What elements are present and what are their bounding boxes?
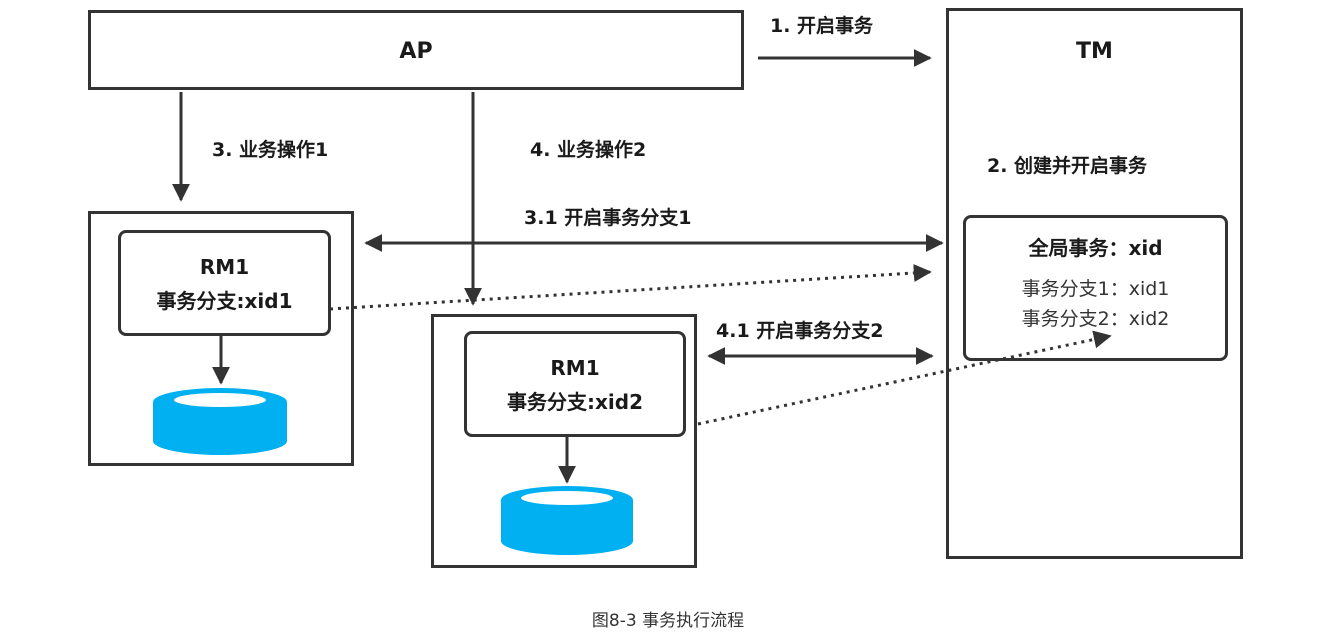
rm-mid-name: RM1 [550,356,600,380]
tm-create-label: 2. 创建并开启事务 [987,155,1148,177]
global-branch-1: 事务分支1：xid1 [1021,278,1170,300]
rm-left-branch: 事务分支:xid1 [156,289,293,313]
figure-caption: 图8-3 事务执行流程 [591,611,745,631]
global-branch-2: 事务分支2：xid2 [1021,308,1170,330]
ap-box: AP [88,10,744,90]
tm-title: TM [1076,39,1113,64]
database-icon [501,486,633,555]
arrow-label-op2: 4. 业务操作2 [530,139,647,161]
arrow-label-begin-tx: 1. 开启事务 [770,15,874,37]
arrow-label-branch2: 4.1 开启事务分支2 [716,320,884,342]
rm-left-box: RM1 事务分支:xid1 [118,230,331,336]
rm-mid-branch: 事务分支:xid2 [507,390,643,414]
dotted-link-xid2 [697,330,1112,426]
arrow-label-op1: 3. 业务操作1 [212,139,329,161]
arrow-label-branch1: 3.1 开启事务分支1 [524,207,692,229]
rm-mid-box: RM1 事务分支:xid2 [464,331,686,437]
database-icon [153,388,287,455]
dotted-link-xid1 [329,264,932,311]
rm-left-name: RM1 [199,255,250,279]
global-transaction-title: 全局事务：xid [1028,236,1163,260]
ap-title: AP [399,39,433,64]
